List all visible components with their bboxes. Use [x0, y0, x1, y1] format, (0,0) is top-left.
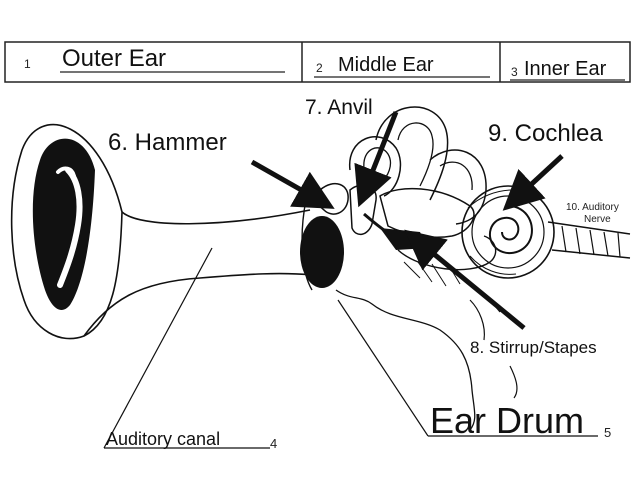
- stirrup-arrow: [404, 229, 526, 330]
- label-anvil: 7. Anvil: [305, 96, 373, 119]
- auditory-canal-leader: [103, 247, 213, 449]
- label-ear-drum-number: 5: [604, 425, 611, 440]
- label-ear-drum: Ear Drum: [430, 400, 584, 441]
- ear-drum-leader: [337, 299, 429, 437]
- semicircular-canals: [349, 106, 497, 287]
- header-number-outer: 1: [24, 57, 31, 71]
- header-label-middle-ear: Middle Ear: [338, 54, 434, 76]
- leader-arrows: [103, 111, 598, 449]
- hammer-arrow: [250, 159, 335, 209]
- label-auditory-canal-number: 4: [270, 436, 277, 451]
- header-table: 1 Outer Ear 2 Middle Ear 3 Inner Ear: [4, 41, 631, 83]
- label-auditory-nerve-line1: 10. Auditory: [566, 202, 619, 213]
- label-cochlea: 9. Cochlea: [488, 120, 603, 147]
- label-auditory-canal: Auditory canal: [106, 429, 220, 449]
- cochlea-shape: [461, 185, 555, 279]
- header-number-middle: 2: [316, 61, 323, 75]
- label-hammer: 6. Hammer: [108, 129, 227, 156]
- header-number-inner: 3: [511, 65, 518, 79]
- label-stirrup-stapes: 8. Stirrup/Stapes: [470, 338, 597, 357]
- label-auditory-nerve-line2: Nerve: [584, 214, 611, 225]
- anvil-arrow: [354, 111, 399, 208]
- pinna: [10, 123, 123, 340]
- header-label-inner-ear: Inner Ear: [524, 58, 607, 80]
- cochlea-arrow: [502, 154, 564, 211]
- auditory-nerve-shape: [547, 221, 631, 259]
- auditory-canal-shape: [83, 209, 313, 337]
- header-label-outer-ear: Outer Ear: [62, 45, 166, 72]
- ear-drum-shape: [300, 216, 344, 288]
